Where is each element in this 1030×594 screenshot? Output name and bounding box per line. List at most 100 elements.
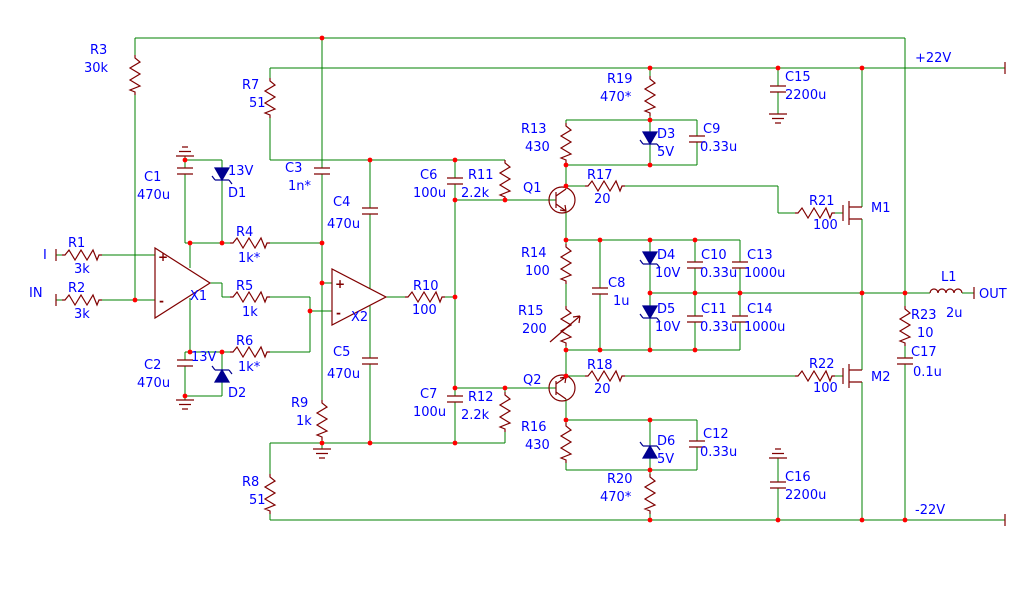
resistor-R7[interactable] bbox=[264, 77, 276, 119]
resistor-R22[interactable] bbox=[794, 370, 836, 382]
resistor-R20[interactable] bbox=[644, 473, 656, 515]
resistor-R12[interactable] bbox=[499, 391, 511, 433]
label-C3-val: 1n* bbox=[288, 179, 312, 194]
label-D1-ref: D1 bbox=[228, 186, 246, 201]
capacitor-C5[interactable] bbox=[361, 357, 379, 365]
label-C15-val: 2200u bbox=[785, 88, 826, 103]
label-M1-ref: M1 bbox=[871, 201, 891, 216]
label-L1-val: 2u bbox=[946, 306, 963, 321]
label-output: OUT bbox=[979, 287, 1007, 302]
label-input: IN bbox=[29, 286, 43, 301]
label-X2-ref: X2 bbox=[351, 310, 368, 325]
label-R17-val: 20 bbox=[594, 192, 611, 207]
x2-minus-mark: - bbox=[336, 306, 341, 320]
label-layer: R3 30k R7 51 C1 470u 13V D1 C3 1n* C4 47… bbox=[29, 43, 1007, 518]
ground-icon bbox=[768, 113, 788, 124]
resistor-R16[interactable] bbox=[560, 422, 572, 464]
label-C4-val: 470u bbox=[327, 217, 360, 232]
ground-icon bbox=[768, 448, 788, 459]
label-D5-val: 10V bbox=[655, 320, 681, 335]
label-R5-ref: R5 bbox=[236, 279, 253, 294]
label-R1-ref: R1 bbox=[68, 236, 85, 251]
label-D4-ref: D4 bbox=[657, 248, 675, 263]
label-C10-val: 0.33u bbox=[700, 266, 737, 281]
label-R12-val: 2.2k bbox=[461, 408, 490, 423]
label-Q1-ref: Q1 bbox=[523, 181, 542, 196]
label-R4-ref: R4 bbox=[236, 225, 253, 240]
label-input-top: I bbox=[43, 248, 47, 263]
label-C8-val: 1u bbox=[613, 294, 630, 309]
capacitor-C7[interactable] bbox=[446, 395, 464, 403]
label-C14-ref: C14 bbox=[747, 302, 773, 317]
label-R9-val: 1k bbox=[296, 414, 312, 429]
x2-plus-mark: + bbox=[335, 277, 345, 291]
capacitor-C4[interactable] bbox=[361, 207, 379, 215]
resistor-R19[interactable] bbox=[644, 75, 656, 117]
mosfet-M1[interactable] bbox=[842, 201, 862, 225]
label-D6-val: 5V bbox=[657, 452, 674, 467]
opamp-X2[interactable]: + - bbox=[331, 268, 388, 326]
label-R3-val: 30k bbox=[84, 61, 109, 76]
inductor-L1[interactable] bbox=[929, 288, 963, 294]
label-R21-ref: R21 bbox=[809, 194, 835, 209]
label-R3-ref: R3 bbox=[90, 43, 107, 58]
label-C17-val: 0.1u bbox=[913, 365, 942, 380]
transistor-Q2[interactable] bbox=[548, 374, 576, 402]
label-C17-ref: C17 bbox=[911, 345, 937, 360]
label-C11-val: 0.33u bbox=[700, 320, 737, 335]
label-R18-val: 20 bbox=[594, 382, 611, 397]
capacitor-C1[interactable] bbox=[176, 167, 194, 175]
label-R23-val: 10 bbox=[917, 326, 934, 341]
resistor-R3[interactable] bbox=[129, 54, 141, 96]
label-L1-ref: L1 bbox=[941, 270, 957, 285]
label-R14-ref: R14 bbox=[521, 246, 547, 261]
label-R15-ref: R15 bbox=[518, 304, 544, 319]
label-R10-val: 100 bbox=[412, 303, 437, 318]
capacitor-C8[interactable] bbox=[591, 287, 609, 295]
label-X1-ref: X1 bbox=[190, 289, 207, 304]
label-C10-ref: C10 bbox=[701, 248, 727, 263]
label-R21-val: 100 bbox=[813, 218, 838, 233]
capacitor-C16[interactable] bbox=[769, 481, 787, 489]
capacitor-C6[interactable] bbox=[446, 177, 464, 185]
label-C7-val: 100u bbox=[413, 405, 446, 420]
transistor-Q1[interactable] bbox=[548, 186, 576, 214]
label-D4-val: 10V bbox=[655, 266, 681, 281]
resistor-R1[interactable] bbox=[61, 249, 103, 261]
label-C2-ref: C2 bbox=[144, 358, 161, 373]
resistor-R13[interactable] bbox=[560, 122, 572, 164]
label-C4-ref: C4 bbox=[333, 195, 350, 210]
label-R15-val: 200 bbox=[522, 322, 547, 337]
junction-dots bbox=[132, 35, 908, 523]
wire-layer bbox=[56, 37, 1005, 521]
label-C8-ref: C8 bbox=[608, 276, 625, 291]
resistor-R21[interactable] bbox=[794, 207, 836, 219]
resistor-R11[interactable] bbox=[499, 159, 511, 201]
label-D3-ref: D3 bbox=[657, 127, 675, 142]
resistor-R2[interactable] bbox=[61, 294, 103, 306]
label-R12-ref: R12 bbox=[468, 390, 494, 405]
label-C7-ref: C7 bbox=[420, 387, 437, 402]
label-M2-ref: M2 bbox=[871, 370, 891, 385]
label-C6-ref: C6 bbox=[420, 168, 437, 183]
label-R8-val: 51 bbox=[249, 493, 266, 508]
resistor-R8[interactable] bbox=[264, 473, 276, 515]
label-C1-ref: C1 bbox=[144, 170, 161, 185]
resistor-R14[interactable] bbox=[560, 243, 572, 285]
label-C14-val: 1000u bbox=[744, 320, 785, 335]
mosfet-M2[interactable] bbox=[842, 364, 862, 388]
ground-icon bbox=[175, 399, 195, 410]
capacitor-C15[interactable] bbox=[769, 85, 787, 93]
label-D6-ref: D6 bbox=[657, 434, 675, 449]
resistor-R23[interactable] bbox=[899, 305, 911, 347]
resistor-R9[interactable] bbox=[316, 399, 328, 441]
x1-plus-mark: + bbox=[158, 250, 168, 264]
label-C3-ref: C3 bbox=[285, 161, 302, 176]
opamp-X1[interactable]: + - bbox=[154, 246, 212, 320]
label-R18-ref: R18 bbox=[587, 358, 613, 373]
ground-icon bbox=[175, 146, 195, 157]
capacitor-C3[interactable] bbox=[313, 167, 331, 175]
resistor-R15[interactable] bbox=[549, 305, 581, 347]
